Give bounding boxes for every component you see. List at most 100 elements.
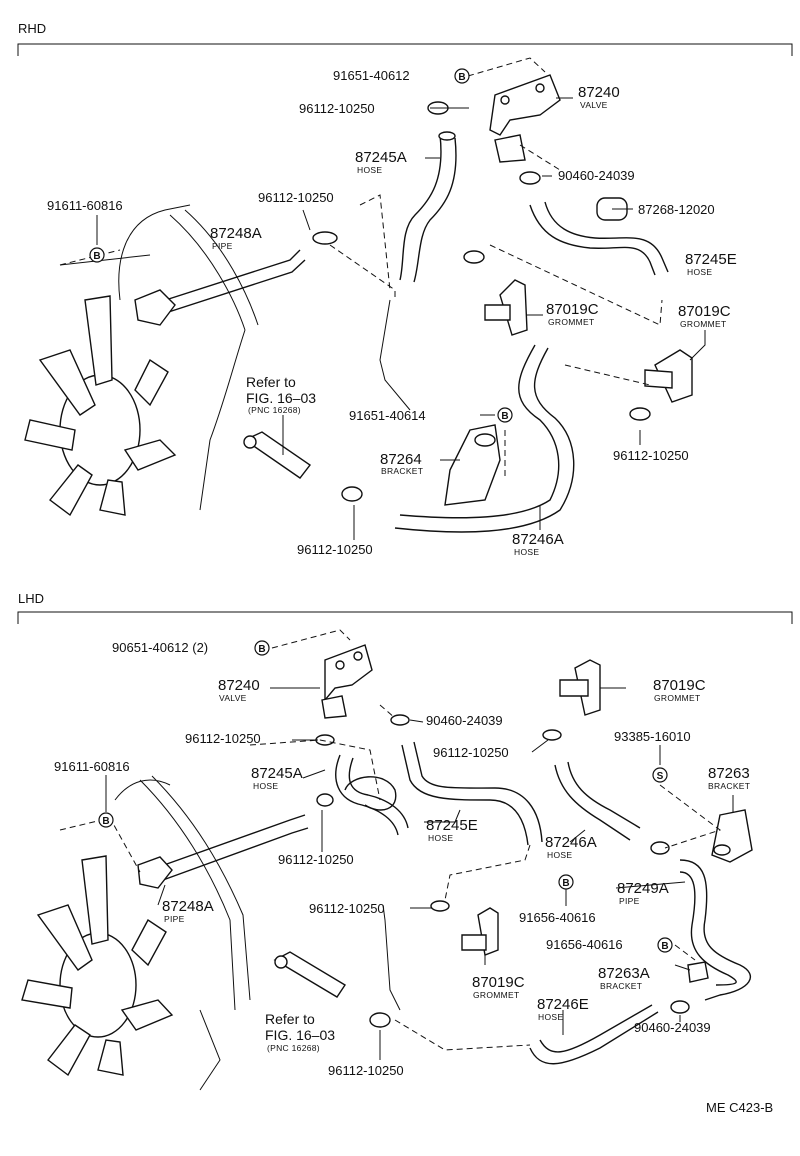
part-number: 87019C [546,301,599,318]
symbol-b: B [497,407,513,423]
diagram-code: ME C423-B [706,1100,773,1115]
part-name: HOSE [357,165,382,175]
bracket-87264 [444,424,501,506]
hose-87246a [554,764,631,841]
svg-text:B: B [562,878,569,889]
part-number: 87268-12020 [638,202,715,217]
part-number: 87240 [218,677,260,694]
symbol-b: B [89,247,105,263]
bracket-87263 [711,809,753,863]
part-number: 91611-60816 [47,198,123,213]
svg-text:B: B [93,251,100,262]
part-number: 90460-24039 [558,168,635,183]
part-number: 87019C [678,303,731,320]
pipe-flange [134,289,176,326]
part-name: GROMMET [548,317,594,327]
hose-87245e [529,204,656,276]
part-number: 96112-10250 [185,731,261,746]
part-number: 93385-16010 [614,729,691,744]
pipe-87248a [149,814,306,871]
symbol-s: S [652,767,668,783]
svg-text:B: B [501,411,508,422]
part-name: GROMMET [680,319,726,329]
part-number: 91656-40616 [546,937,623,952]
part-name: VALVE [219,693,247,703]
svg-text:B: B [458,72,465,83]
fan-shroud [169,209,259,331]
svg-text:B: B [258,644,265,655]
part-number: 96112-10250 [309,901,385,916]
clamp [315,714,690,1028]
valve-87240 [489,74,561,163]
section-label-rhd: RHD [18,21,46,36]
svg-text:B: B [661,941,668,952]
part-number: 87246A [545,834,597,851]
part-number: 87249A [617,880,669,897]
referenced-fitting [273,951,346,998]
part-number: 91611-60816 [54,759,130,774]
hose-87246a [399,344,560,519]
part-name: HOSE [547,850,572,860]
part-number: 96112-10250 [278,852,354,867]
part-name: HOSE [538,1012,563,1022]
svg-text:S: S [657,771,664,782]
figure-reference: FIG. 16–03 [265,1027,335,1043]
cooling-fan [24,295,177,517]
part-name: BRACKET [381,466,423,476]
svg-text:B: B [102,816,109,827]
hose-87245e [401,744,529,846]
part-number: 87245A [355,149,407,166]
part-number: 87248A [162,898,214,915]
symbol-b: B [558,874,574,890]
lhd-frame [17,611,793,624]
part-number: 96112-10250 [297,542,373,557]
part-name: PIPE [619,896,640,906]
refer-to-label: Refer to [265,1011,315,1027]
hose-87245a [399,134,442,281]
symbol-b: B [98,812,114,828]
refer-to-label: Refer to [246,374,296,390]
pipe-flange [137,856,173,889]
part-number: 87264 [380,451,422,468]
part-number: 87263A [598,965,650,982]
part-number: 87019C [653,677,706,694]
part-number: 96112-10250 [613,448,689,463]
part-name: HOSE [428,833,453,843]
symbol-b: B [657,937,673,953]
pipe-87249a [679,859,752,1001]
part-name: BRACKET [708,781,750,791]
part-number: 87019C [472,974,525,991]
part-name: BRACKET [600,981,642,991]
pnc-reference: (PNC 16268) [248,405,301,415]
part-number: 91656-40616 [519,910,596,925]
part-number: 96112-10250 [433,745,509,760]
part-number: 96112-10250 [328,1063,404,1078]
engine-outline [114,775,251,1091]
section-label-lhd: LHD [18,591,44,606]
part-number: 87245E [685,251,737,268]
part-name: GROMMET [654,693,700,703]
part-number: 87248A [210,225,262,242]
grommet-87019c [484,279,693,403]
part-number: 87246E [537,996,589,1013]
part-number: 87245E [426,817,478,834]
figure-reference: FIG. 16–03 [246,390,316,406]
part-number: 90460-24039 [426,713,503,728]
part-number: 91651-40614 [349,408,426,423]
referenced-fitting [243,431,312,479]
part-number: 87245A [251,765,303,782]
part-number: 96112-10250 [299,101,375,116]
engine-outline [59,204,246,511]
part-number: 90460-24039 [634,1020,711,1035]
valve-87240 [321,644,373,719]
part-name: PIPE [164,914,185,924]
part-number: 87240 [578,84,620,101]
part-number: 87263 [708,765,750,782]
hose-87245a [335,754,399,836]
symbol-b: B [454,68,470,84]
part-name: HOSE [253,781,278,791]
cooling-fan [21,855,174,1077]
symbol-b: B [254,640,270,656]
pnc-reference: (PNC 16268) [267,1043,320,1053]
